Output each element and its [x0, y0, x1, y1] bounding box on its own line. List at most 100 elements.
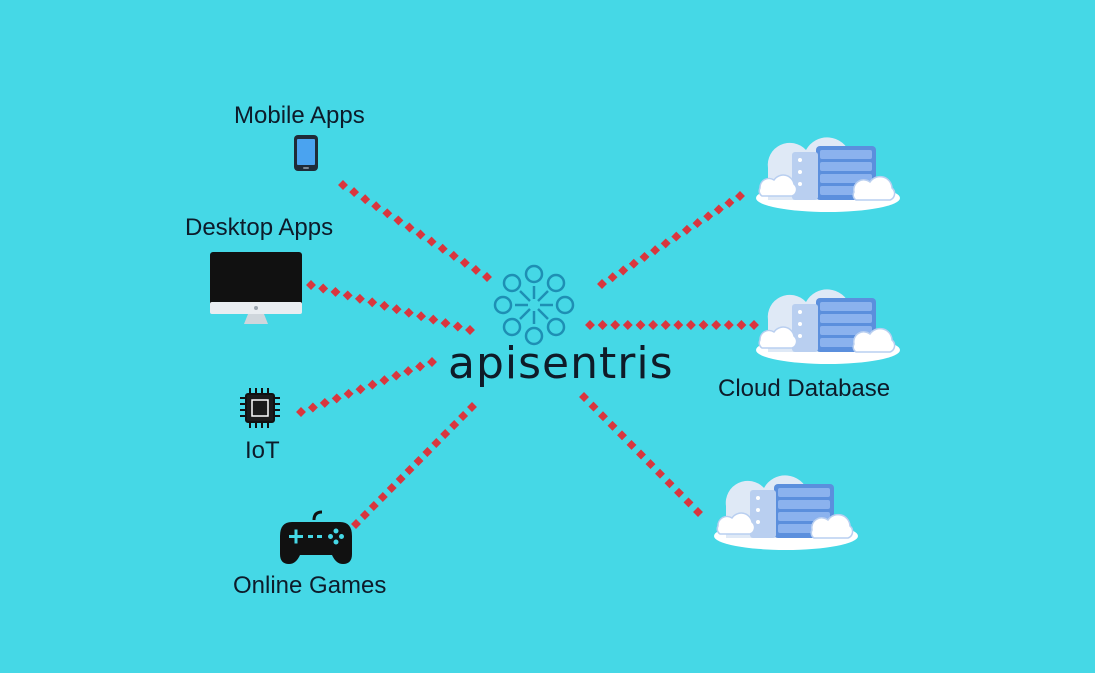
link-dot: [636, 449, 646, 460]
link-dot: [307, 402, 318, 413]
link-dot: [736, 320, 747, 330]
link-dot: [655, 468, 665, 479]
connection-links: [296, 180, 759, 529]
link-dot: [470, 264, 481, 275]
client-label-desktop: Desktop Apps: [185, 214, 334, 241]
link-dot: [403, 366, 414, 377]
link-dot: [404, 465, 415, 475]
link-dot: [607, 420, 618, 431]
link-server-bottom: [579, 392, 703, 517]
link-dot: [379, 300, 390, 311]
link-dot: [673, 320, 684, 330]
link-dot: [343, 388, 354, 399]
link-dot: [467, 402, 477, 412]
link-dot: [650, 245, 661, 256]
desktop-monitor-icon: [210, 252, 302, 324]
link-dot: [393, 215, 404, 226]
link-dot: [422, 447, 433, 457]
link-dot: [355, 384, 366, 395]
link-dot: [685, 320, 696, 330]
link-dot: [391, 370, 402, 381]
link-dot: [660, 238, 671, 249]
link-dot: [703, 211, 714, 222]
link-dot: [660, 320, 671, 330]
link-games: [351, 402, 477, 529]
cloud-server-icon: [713, 474, 859, 551]
link-server-middle: [585, 320, 759, 330]
link-dot: [674, 487, 684, 498]
link-dot: [331, 393, 342, 404]
client-label-iot: IoT: [245, 437, 280, 464]
link-dot: [671, 231, 682, 242]
link-dot: [416, 311, 427, 322]
link-dot: [698, 320, 709, 330]
link-dot: [351, 519, 361, 529]
link-dot: [391, 304, 402, 315]
link-dot: [648, 320, 659, 330]
gamepad-icon: [280, 510, 352, 564]
link-dot: [371, 201, 382, 212]
link-dot: [296, 407, 306, 417]
link-dot: [338, 180, 348, 190]
link-dot: [330, 286, 341, 297]
link-iot: [296, 357, 437, 417]
link-dot: [368, 501, 379, 511]
link-dot: [713, 204, 724, 215]
link-dot: [428, 314, 439, 325]
link-dot: [382, 208, 393, 219]
link-dot: [360, 194, 371, 205]
link-dot: [610, 320, 621, 330]
link-dot: [452, 321, 463, 332]
link-dot: [465, 325, 475, 335]
microchip-icon: [240, 388, 280, 428]
link-mobile: [338, 180, 492, 282]
cloud-server-icon: [755, 136, 901, 213]
link-dot: [585, 320, 595, 330]
link-dot: [431, 438, 442, 448]
link-dot: [403, 307, 414, 318]
link-dot: [618, 265, 629, 276]
link-dot: [597, 320, 608, 330]
link-dot: [622, 320, 633, 330]
cloud-server-icon: [755, 288, 901, 365]
link-dot: [427, 357, 437, 367]
link-dot: [597, 279, 607, 289]
link-dot: [598, 411, 608, 422]
link-server-top: [597, 191, 745, 289]
link-dot: [440, 318, 451, 329]
link-dot: [626, 439, 637, 450]
link-dot: [635, 320, 646, 330]
link-dot: [440, 429, 451, 439]
link-dot: [683, 497, 694, 508]
link-dot: [354, 293, 365, 304]
link-dot: [749, 320, 759, 330]
link-dot: [449, 420, 460, 430]
link-dot: [482, 272, 492, 282]
link-dot: [664, 478, 675, 489]
link-dot: [645, 459, 656, 470]
link-dot: [607, 272, 618, 283]
link-dot: [319, 397, 330, 408]
link-dot: [628, 258, 639, 269]
client-label-mobile: Mobile Apps: [234, 102, 365, 129]
link-dot: [617, 430, 627, 441]
link-dot: [448, 250, 459, 261]
link-dot: [711, 320, 722, 330]
link-dot: [681, 224, 692, 235]
link-dot: [342, 290, 353, 301]
link-dot: [579, 392, 589, 402]
link-dot: [379, 375, 390, 386]
link-dot: [359, 510, 370, 520]
link-dot: [639, 251, 650, 262]
link-dot: [367, 379, 378, 390]
link-dot: [386, 483, 397, 493]
smartphone-icon: [294, 135, 318, 171]
link-dot: [395, 474, 406, 484]
link-dot: [415, 361, 426, 372]
client-label-games: Online Games: [233, 572, 387, 599]
link-dot: [459, 257, 470, 268]
server-label-cloud-database: Cloud Database: [718, 375, 891, 402]
link-dot: [588, 401, 599, 412]
link-dot: [349, 187, 360, 198]
